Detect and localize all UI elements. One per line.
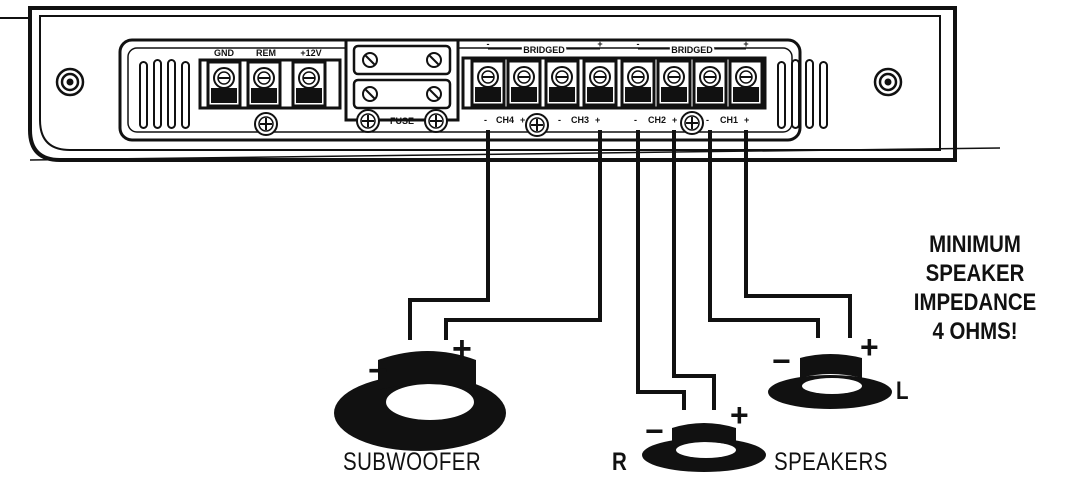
- ch1-label: CH1: [720, 115, 738, 125]
- ch3-label: CH3: [571, 115, 589, 125]
- ch1-minus-terminal: [692, 59, 728, 107]
- ch1-plus-terminal: [728, 59, 764, 107]
- vent-left: [139, 59, 190, 129]
- right-speaker-plus: +: [730, 397, 749, 433]
- right-speaker-minus: −: [645, 413, 664, 449]
- ch3-plus-terminal: [582, 59, 618, 107]
- ch2-plus-terminal: [656, 59, 692, 107]
- svg-text:-: -: [637, 39, 640, 49]
- ch3-plus-label: +: [595, 115, 600, 125]
- fuse-top: [362, 52, 442, 68]
- panel-screw: [356, 109, 380, 133]
- subwoofer-plus: +: [452, 330, 472, 368]
- panel-screw: [525, 113, 549, 137]
- impedance-warning: MINIMUM SPEAKER IMPEDANCE 4 OHMS!: [894, 230, 1056, 346]
- ch3-minus-terminal: [544, 59, 580, 107]
- ch4-minus-terminal: [470, 59, 506, 107]
- ch1-plus-label: +: [744, 115, 749, 125]
- wire-ch1-plus: [744, 130, 852, 338]
- 12v-terminal: [291, 60, 327, 108]
- left-speaker-minus: −: [772, 343, 791, 379]
- panel-screw: [254, 112, 278, 136]
- left-speaker: − +: [768, 329, 892, 409]
- wire-ch4-minus: [408, 130, 490, 340]
- ch1-minus-label: -: [706, 115, 709, 125]
- gnd-terminal: [206, 60, 242, 108]
- mounting-screw-left: [55, 67, 85, 97]
- subwoofer-minus: −: [368, 352, 388, 390]
- ch2-minus-label: -: [634, 115, 637, 125]
- warning-line: SPEAKER: [925, 260, 1025, 287]
- panel-screw: [424, 109, 448, 133]
- ch3-minus-label: -: [558, 115, 561, 125]
- ch4-plus-label: +: [520, 115, 525, 125]
- ch4-label: CH4: [496, 115, 514, 125]
- speakers-label: SPEAKERS: [774, 448, 888, 476]
- warning-line: IMPEDANCE: [913, 289, 1037, 316]
- fuse-label: FUSE: [390, 116, 414, 126]
- warning-line: 4 OHMS!: [932, 318, 1018, 345]
- wire-ch2-plus: [672, 130, 716, 410]
- bridged-label-ch12: BRIDGED: [671, 45, 713, 55]
- ch2-minus-terminal: [620, 59, 656, 107]
- speaker-terminal-block: BRIDGED - + BRIDGED - + - CH4 + - CH3 + …: [461, 39, 767, 137]
- fuse-block: FUSE: [344, 38, 460, 133]
- left-speaker-label: L: [896, 377, 909, 405]
- svg-text:-: -: [487, 39, 490, 49]
- svg-text:+: +: [597, 39, 602, 49]
- amplifier-body: [0, 6, 1001, 162]
- speaker-wires: [408, 130, 852, 410]
- subwoofer-speaker: − +: [334, 330, 506, 451]
- ch2-plus-label: +: [672, 115, 677, 125]
- rem-terminal: [246, 60, 282, 108]
- ch4-plus-terminal: [506, 59, 542, 107]
- ch2-label: CH2: [648, 115, 666, 125]
- gnd-label: GND: [214, 48, 235, 58]
- fuse-bottom: [362, 86, 442, 102]
- mounting-screw-right: [873, 67, 903, 97]
- ch4-minus-label: -: [484, 115, 487, 125]
- right-speaker: − +: [642, 397, 766, 472]
- panel-screw: [680, 111, 704, 135]
- wire-ch1-minus: [708, 130, 820, 338]
- bridged-bracket-ch34: BRIDGED - +: [487, 39, 603, 57]
- 12v-label: +12V: [300, 48, 321, 58]
- vent-right: [777, 59, 828, 129]
- wire-ch2-minus: [636, 130, 686, 410]
- subwoofer-label: SUBWOOFER: [343, 448, 482, 476]
- power-terminal-block: GND REM +12V: [198, 48, 342, 136]
- bridged-bracket-ch12: BRIDGED - +: [637, 39, 749, 57]
- left-speaker-plus: +: [860, 329, 879, 365]
- wire-ch3-plus: [444, 130, 602, 340]
- bridged-label-ch34: BRIDGED: [523, 45, 565, 55]
- right-speaker-label: R: [612, 448, 628, 476]
- rem-label: REM: [256, 48, 276, 58]
- svg-text:+: +: [743, 39, 748, 49]
- warning-line: MINIMUM: [929, 231, 1021, 258]
